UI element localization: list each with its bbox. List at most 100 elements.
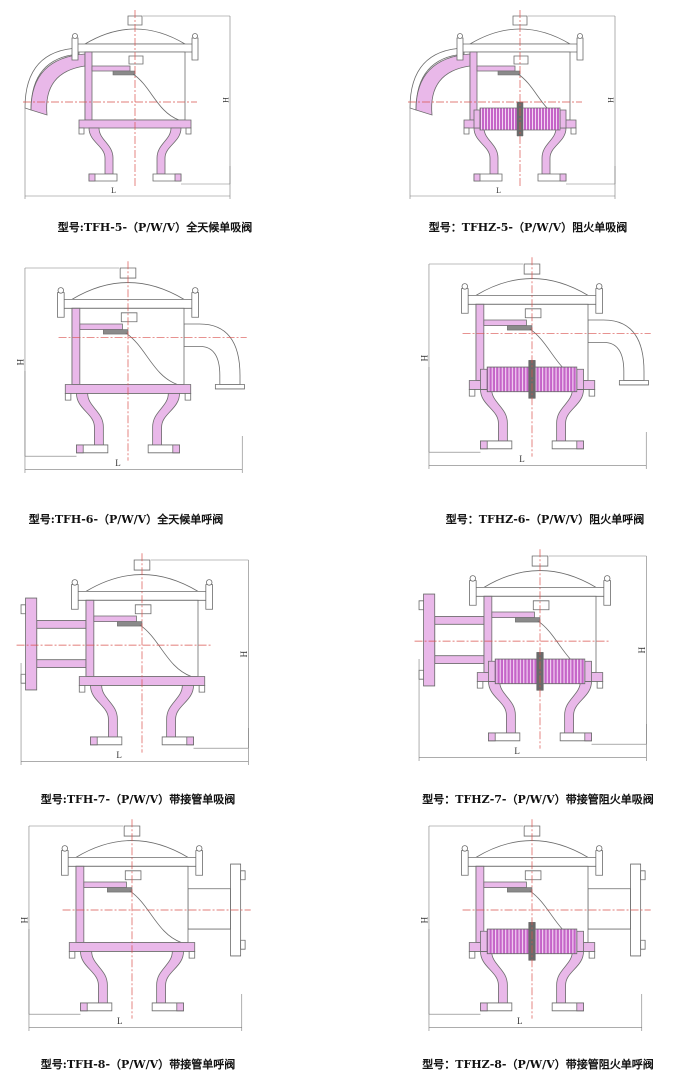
valve-disc [103,330,128,334]
valve-drawing-tfhz-5: HL [408,10,615,199]
cap-bolt-right [577,38,583,60]
cap-bolt-left [57,293,64,318]
base-flange-lining-left [480,441,487,449]
cap-bolt-head-left [58,288,64,294]
cap-bolt-right [596,851,603,876]
base-flange-lining-right [560,174,566,181]
dimension-h-label: H [239,651,249,658]
neck-leg-left [80,951,107,1003]
cap-bolt-head-right [578,34,583,39]
caption-tfh-8: 型号:TFH-8-（P/W/V）带接管单呼阀 [40,1058,236,1071]
valve-seat [484,882,527,888]
inlet-flange-bolt-top [419,601,423,610]
cap-bolt-right [596,289,603,314]
neck-leg-right [153,393,180,445]
dimension-h-label: H [419,917,429,924]
cap-bolt-head-left [458,34,463,39]
cap-bolt-head-right [596,846,602,852]
caption-tfh-7: 型号:TFH-7-（P/W/V）带接管单吸阀 [40,793,236,806]
neck-leg-left [90,685,117,737]
cap-bolt-head-right [193,34,198,39]
base-flange-lining-left [80,1003,87,1011]
guide-sleeve [525,309,541,318]
caption-tfh-5: 型号:TFH-5-（P/W/V）全天候单吸阀 [57,221,253,234]
intake-hood-lining [31,54,85,115]
dimension-h-label: H [606,97,615,103]
body-wall-left [86,600,94,676]
inlet-pipe-wall-bottom [37,660,86,668]
arrester-holder-left [488,661,495,681]
cap-bolt-head-left [62,846,68,852]
base-flange-lining-right [175,174,181,181]
neck-leg-left [488,681,515,733]
bottom-bolt-left [469,951,475,958]
neck-leg-right [565,681,592,733]
caption-tfhz-5: 型号：TFHZ-5-（P/W/V）阻火单吸阀 [428,221,628,234]
internal-curve [130,891,182,943]
valve-seat [492,612,535,618]
body-wall-left [72,308,80,384]
cap-bolt-head-left [462,846,468,852]
elbow-flange [215,384,244,388]
intake-hood-lining [416,54,470,115]
cap-bolt-head-left [72,580,78,586]
outlet-pipe [188,889,231,929]
neck-leg-right [557,951,584,1003]
caption-tfhz-7: 型号：TFHZ-7-（P/W/V）带接管阻火单吸阀 [422,793,654,806]
inlet-flange-bolt-bottom [21,674,25,683]
neck-leg-right [157,128,181,174]
cap-bolt-head-right [196,846,202,852]
bottom-bolt-right [185,393,191,400]
valve-drawing-tfh-7: HL [17,553,249,765]
cap-bolt-right [604,581,611,606]
internal-curve [133,74,179,120]
caption-tfhz-8: 型号：TFHZ-8-（P/W/V）带接管阻火单呼阀 [422,1058,654,1071]
dimension-l-label: L [496,186,501,195]
valve-seat [484,320,527,326]
cap-dome [470,29,570,44]
neck-leg-left [76,393,103,445]
dimension-h-label: H [419,355,429,362]
cap-bolt-left [461,851,468,876]
guide-sleeve [533,601,549,610]
base-flange-lining-left [90,737,97,745]
bottom-bolt-right [186,128,191,134]
cap-dome [85,29,185,44]
valve-disc [498,71,520,75]
bottom-bolt-right [589,951,595,958]
valve-disc [507,326,532,330]
bottom-bolt-left [464,128,469,134]
valve-drawing-tfh-6: HL [15,261,247,473]
dimension-h-label: H [637,647,647,654]
valve-seat [92,66,130,71]
cap-bolt-left [71,585,78,610]
cap-bolt-head-left [462,284,468,290]
neck-leg-right [542,128,566,174]
outlet-flange-bolt-bottom [241,940,245,949]
valve-drawing-tfh-5: HL [23,10,230,199]
cap-bolt-right [192,38,198,60]
guide-sleeve [135,605,151,614]
base-flange-lining-right [173,445,180,453]
arrester-holder-right [560,110,566,128]
dimension-l-label: L [111,186,116,195]
base-flange-lining-left [474,174,480,181]
base-flange-lining-left [488,733,495,741]
arrester-holder-left [480,931,487,951]
cap-bolt-right [192,293,199,318]
valve-disc [507,888,532,892]
body-wall-left [85,52,92,120]
inlet-flange-bolt-top [21,605,25,614]
cap-bolt-head-right [206,580,212,586]
internal-curve [140,625,192,677]
bottom-bolt-right [189,951,195,958]
guide-sleeve [125,871,141,880]
inlet-pipe-flange [424,594,435,686]
dimension-h-label: H [19,917,29,924]
bottom-bolt-left [69,951,75,958]
bottom-bolt-left [79,128,84,134]
neck-leg-left [89,128,113,174]
base-flange-lining-left [76,445,83,453]
valve-disc [113,71,135,75]
cap-bolt-right [206,585,213,610]
